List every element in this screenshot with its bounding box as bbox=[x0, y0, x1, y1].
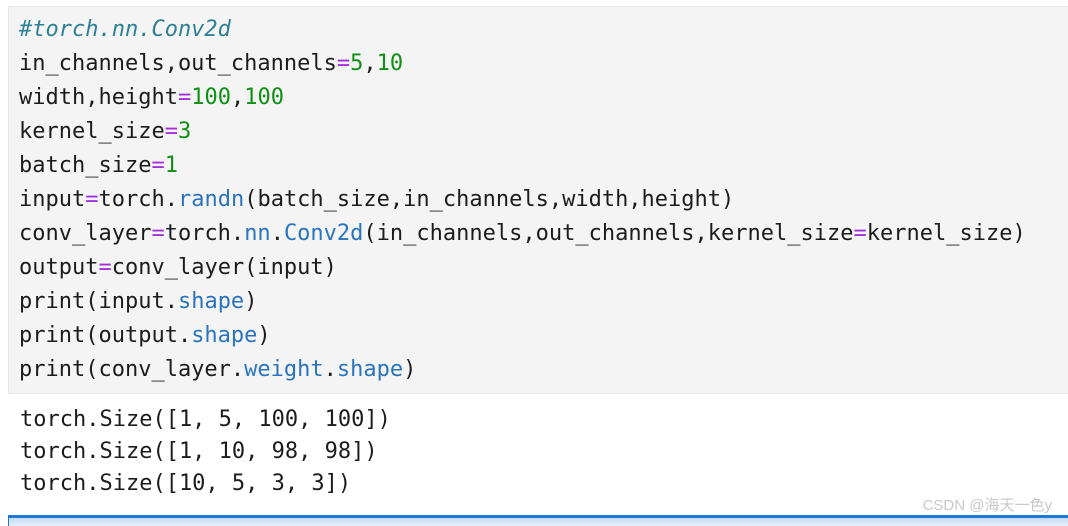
code-token-plain: print(conv_layer. bbox=[19, 357, 245, 382]
code-token-plain: in_channels,out_channels bbox=[19, 51, 337, 76]
code-line: in_channels,out_channels=5,10 bbox=[19, 47, 1062, 81]
code-block: #torch.nn.Conv2d in_channels,out_channels… bbox=[8, 6, 1068, 394]
code-token-num: 3 bbox=[177, 119, 192, 144]
code-token-plain: conv_layer bbox=[19, 221, 152, 246]
next-code-block-partial bbox=[8, 515, 1068, 526]
code-token-fn: shape bbox=[191, 323, 258, 348]
code-token-plain: print(output. bbox=[19, 323, 192, 348]
code-token-plain: print(input. bbox=[19, 289, 178, 314]
code-token-fn: Conv2d bbox=[283, 221, 364, 246]
code-token-fn: randn bbox=[177, 187, 245, 212]
code-line: print(conv_layer.weight.shape) bbox=[19, 353, 1062, 387]
code-token-plain: (in_channels,out_channels,kernel_size bbox=[363, 221, 854, 246]
code-token-plain: , bbox=[230, 85, 245, 110]
code-line: input=torch.randn(batch_size,in_channels… bbox=[19, 183, 1062, 217]
code-token-plain: kernel_size bbox=[19, 119, 165, 144]
code-token-plain: . bbox=[270, 221, 284, 246]
output-lines: torch.Size([1, 5, 100, 100]) torch.Size([… bbox=[8, 404, 391, 500]
code-line: print(output.shape) bbox=[19, 319, 1062, 353]
code-token-fn: nn bbox=[244, 221, 271, 246]
code-token-op: = bbox=[336, 51, 351, 76]
code-line: kernel_size=3 bbox=[19, 115, 1062, 149]
code-token-fn: shape bbox=[336, 357, 404, 382]
code-token-plain: . bbox=[323, 357, 337, 382]
code-token-plain: kernel_size) bbox=[866, 221, 1026, 246]
code-token-num: 1 bbox=[164, 153, 178, 178]
code-lines: #torch.nn.Conv2d in_channels,out_channels… bbox=[19, 13, 1062, 387]
code-token-plain: torch. bbox=[164, 221, 245, 246]
code-token-num: 10 bbox=[376, 51, 404, 76]
code-token-op: = bbox=[98, 255, 112, 280]
code-token-plain: ) bbox=[403, 357, 417, 382]
code-token-plain: output bbox=[19, 255, 99, 280]
output-line: torch.Size([10, 5, 3, 3]) bbox=[20, 471, 352, 496]
code-token-op: = bbox=[85, 187, 99, 212]
code-token-num: 100 bbox=[244, 85, 284, 110]
code-token-op: = bbox=[177, 85, 192, 110]
code-token-plain: width,height bbox=[19, 85, 178, 110]
code-line: conv_layer=torch.nn.Conv2d(in_channels,o… bbox=[19, 217, 1062, 251]
code-token-op: = bbox=[164, 119, 178, 144]
code-token-plain: torch. bbox=[98, 187, 178, 212]
csdn-watermark: CSDN @海天一色y bbox=[922, 497, 1052, 514]
code-token-plain: input bbox=[19, 187, 86, 212]
code-token-comment: #torch.nn.Conv2d bbox=[19, 17, 231, 42]
code-token-plain: , bbox=[363, 51, 377, 76]
code-token-num: 5 bbox=[350, 51, 364, 76]
code-line: width,height=100,100 bbox=[19, 81, 1062, 115]
code-token-plain: ) bbox=[244, 289, 258, 314]
code-line: output=conv_layer(input) bbox=[19, 251, 1062, 285]
output-line: torch.Size([1, 5, 100, 100]) bbox=[20, 407, 391, 432]
code-line: #torch.nn.Conv2d bbox=[19, 13, 1062, 47]
code-token-plain: ) bbox=[257, 323, 271, 348]
code-token-plain: batch_size bbox=[19, 153, 152, 178]
code-line: print(input.shape) bbox=[19, 285, 1062, 319]
code-token-op: = bbox=[151, 153, 165, 178]
output-block: torch.Size([1, 5, 100, 100]) torch.Size([… bbox=[8, 404, 391, 500]
code-token-op: = bbox=[151, 221, 165, 246]
code-token-fn: shape bbox=[177, 289, 245, 314]
output-line: torch.Size([1, 10, 98, 98]) bbox=[20, 439, 378, 464]
code-token-fn: weight bbox=[244, 357, 324, 382]
code-token-plain: conv_layer(input) bbox=[111, 255, 337, 280]
code-token-num: 100 bbox=[191, 85, 231, 110]
code-token-op: = bbox=[853, 221, 867, 246]
code-line: batch_size=1 bbox=[19, 149, 1062, 183]
code-token-plain: (batch_size,in_channels,width,height) bbox=[244, 187, 735, 212]
